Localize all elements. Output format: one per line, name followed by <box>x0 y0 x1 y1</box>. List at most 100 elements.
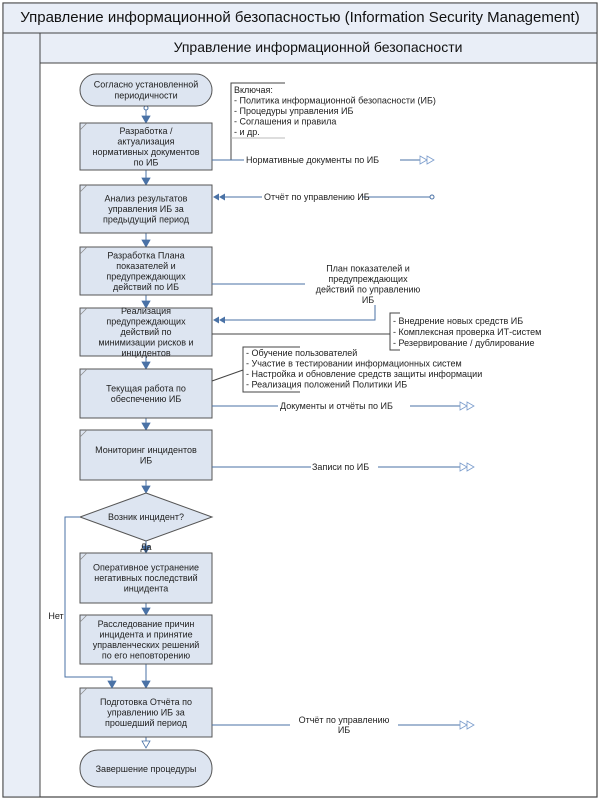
yes-label: Да <box>140 542 151 552</box>
step-label: Мониторинг инцидентов <box>95 445 197 455</box>
step-label: по ИБ <box>134 157 159 167</box>
annotation-bracket <box>389 312 400 351</box>
step-label: управления ИБ за <box>108 204 184 214</box>
step-label: Разработка / <box>120 126 173 136</box>
arrow-down-icon <box>141 485 151 494</box>
note-line: - Политика информационной безопасности (… <box>234 96 436 106</box>
note-line: - и др. <box>234 127 260 137</box>
step-label: нормативных документов <box>92 147 199 157</box>
step-corner-mark <box>79 552 88 561</box>
note-line: - Процедуры управления ИБ <box>234 106 354 116</box>
flow-label-docs-reports: Документы и отчёты по ИБ <box>280 401 393 411</box>
annotation-bracket <box>242 346 300 393</box>
flow-connector <box>225 305 376 321</box>
flow-label-report-in: Отчёт по управлению ИБ <box>264 192 370 202</box>
end-terminator <box>79 749 213 788</box>
note-line: - Соглашения и правила <box>234 117 336 127</box>
step-label: Разработка Плана <box>107 250 184 260</box>
step-label: негативных последствий <box>94 573 197 583</box>
flow-label-report-out: ИБ <box>338 725 350 735</box>
arrow-down-icon <box>107 680 117 689</box>
step-label: Анализ результатов <box>105 194 188 204</box>
step-label: инцидента <box>124 584 168 594</box>
off-page-arrow-icon <box>459 720 468 730</box>
flow-label-plan: План показателей и <box>326 263 410 273</box>
off-page-arrow-icon <box>426 155 435 165</box>
arrow-down-icon <box>141 422 151 431</box>
arrow-down-icon <box>141 680 151 689</box>
step-corner-mark <box>79 246 88 255</box>
note-line: - Участие в тестировании информационных … <box>246 359 462 369</box>
decision-diamond <box>78 492 214 542</box>
arrow-down-icon <box>141 177 151 186</box>
step-label: управлению ИБ за <box>107 708 184 718</box>
step-label: минимизации рисков и <box>98 338 193 348</box>
step-corner-mark <box>79 122 88 131</box>
step-label: Расследование причин <box>98 619 195 629</box>
process-step <box>79 429 213 481</box>
step-label: предыдущий период <box>103 215 190 225</box>
lane-title: Управление информационной безопасности <box>174 39 463 55</box>
flow-label-normative-docs: Нормативные документы по ИБ <box>246 155 379 165</box>
arrow-down-icon <box>141 607 151 616</box>
arrow-down-icon <box>141 115 151 124</box>
arrow-left-icon <box>213 193 219 201</box>
note-line: - Настройка и обновление средств защиты … <box>246 369 482 379</box>
step-corner-mark <box>79 307 88 316</box>
process-step <box>79 184 213 234</box>
process-step <box>79 687 213 738</box>
step-label: инцидентов <box>121 348 170 358</box>
process-step <box>79 614 213 665</box>
step-label: действий по <box>120 327 171 337</box>
process-step <box>79 122 213 171</box>
step-label: показателей и <box>116 261 175 271</box>
annotation-connector <box>211 369 244 382</box>
connector-point <box>429 194 435 200</box>
note-line: Включая: <box>234 85 273 95</box>
step-label: управленческих решений <box>93 640 200 650</box>
step-label: предупреждающих <box>106 271 186 281</box>
lane-header <box>39 32 598 64</box>
off-page-arrow-icon <box>466 401 475 411</box>
process-step <box>79 246 213 296</box>
arrow-down-icon <box>141 361 151 370</box>
process-step <box>79 307 213 357</box>
arrow-down-icon <box>141 300 151 309</box>
step-label: актуализация <box>117 136 174 146</box>
arrow-down-icon <box>141 239 151 248</box>
lane-strip <box>2 32 41 798</box>
note-line: - Внедрение новых средств ИБ <box>393 316 523 326</box>
no-label: Нет <box>48 611 63 621</box>
step-label: инцидента и принятие <box>99 629 192 639</box>
decision-label: Возник инцидент? <box>108 512 184 522</box>
step-corner-mark <box>79 687 88 696</box>
flow-label-report-out: Отчёт по управлению <box>299 715 390 725</box>
process-step <box>79 368 213 419</box>
flow-label-plan: ИБ <box>362 295 374 305</box>
step-corner-mark <box>79 429 88 438</box>
start-label: Согласно установленной <box>94 80 199 90</box>
start-label: периодичности <box>114 91 177 101</box>
off-page-arrow-icon <box>459 401 468 411</box>
annotation-bracket <box>230 82 285 160</box>
arrow-down-icon <box>141 740 151 749</box>
end-label: Завершение процедуры <box>96 764 197 774</box>
arrow-down-icon <box>141 545 151 554</box>
arrow-left-icon <box>219 193 225 201</box>
process-step <box>79 552 213 604</box>
step-label: обеспечению ИБ <box>111 394 182 404</box>
arrow-left-icon <box>219 316 225 324</box>
note-line: - Реализация положений Политики ИБ <box>246 380 407 390</box>
diagram-title: Управление информационной безопасностью … <box>20 9 579 26</box>
flow-label-plan: действий по управлению <box>316 284 421 294</box>
note-line: - Комплексная проверка ИТ-систем <box>393 327 541 337</box>
step-label: ИБ <box>140 455 152 465</box>
step-label: Подготовка Отчёта по <box>100 697 192 707</box>
step-label: Оперативное устранение <box>93 563 199 573</box>
off-page-arrow-icon <box>459 462 468 472</box>
step-corner-mark <box>79 184 88 193</box>
arrow-left-icon <box>213 316 219 324</box>
step-label: действий по ИБ <box>113 282 179 292</box>
off-page-arrow-icon <box>419 155 428 165</box>
